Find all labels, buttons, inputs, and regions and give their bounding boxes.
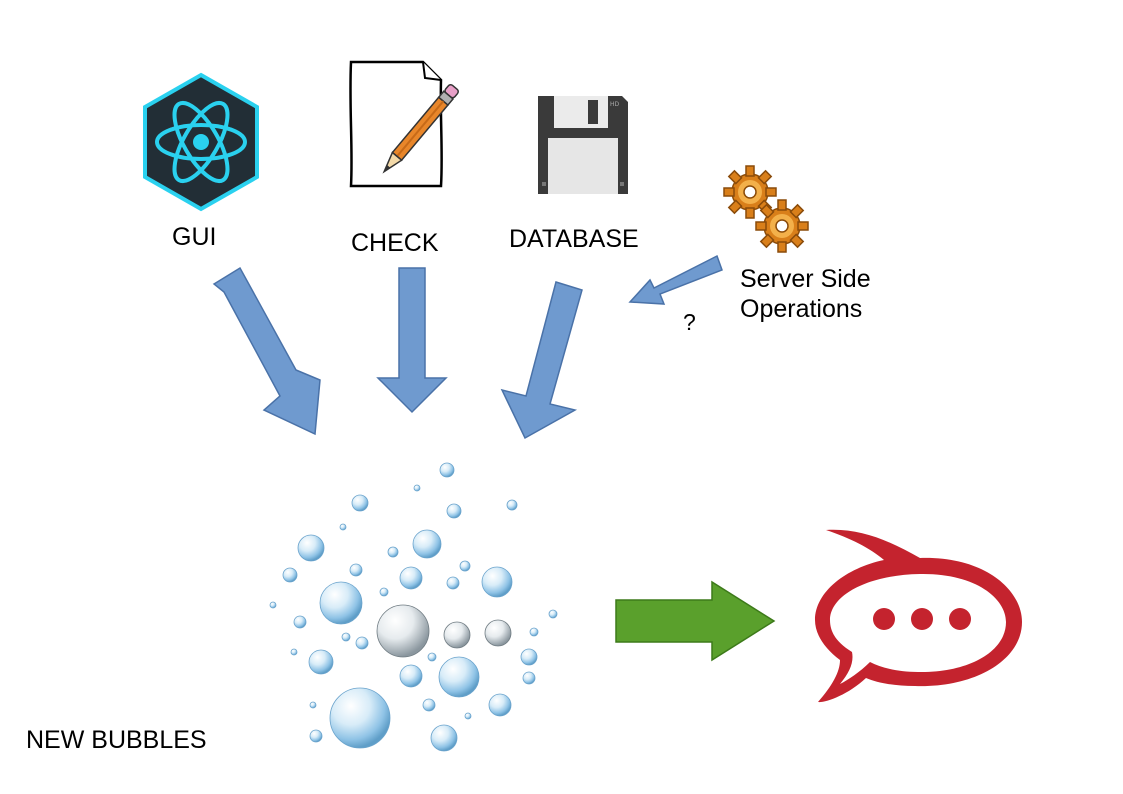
server-label-line1: Server Side: [740, 265, 871, 293]
gui-label: GUI: [172, 223, 217, 251]
react-logo-icon: [143, 72, 259, 212]
check-label: CHECK: [351, 229, 439, 257]
bubbles-icon: [269, 462, 558, 752]
green-arrow[interactable]: [615, 580, 776, 662]
floppy-disk-icon: HD: [538, 96, 628, 194]
svg-text:HD: HD: [610, 101, 620, 108]
gears-icon: [723, 165, 809, 253]
server-label-line2: Operations: [740, 295, 863, 323]
check-arrow: [376, 267, 448, 414]
question-mark: ?: [683, 309, 696, 335]
database-label: DATABASE: [509, 225, 639, 253]
gui-arrow: [212, 266, 321, 436]
paper-pencil-icon: [349, 60, 459, 188]
new-bubbles-label: NEW BUBBLES: [26, 726, 207, 754]
database-arrow: [500, 281, 583, 440]
server-arrow: [628, 254, 723, 305]
rocketchat-icon[interactable]: [810, 520, 1032, 710]
